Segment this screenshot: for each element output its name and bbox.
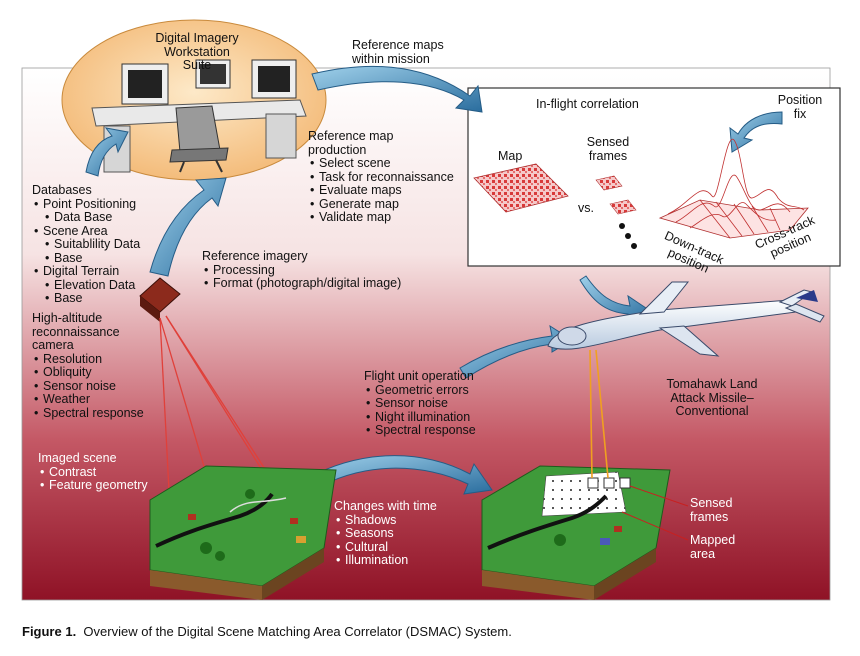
ref-map-production-item: Generate map	[308, 197, 454, 212]
reference-maps-line1: Reference maps	[352, 38, 444, 52]
workstation-title-line1: Digital Imagery	[155, 31, 239, 45]
changes-item: Seasons	[334, 526, 437, 541]
changes-title: Changes with time	[334, 499, 437, 513]
flight-unit-item: Spectral response	[364, 423, 476, 438]
position-fix-label: Position fix	[772, 93, 828, 121]
camera-title-line2: reconnaissance	[32, 324, 120, 339]
databases-item-continued: Elevation Data	[32, 278, 140, 293]
changes-item: Cultural	[334, 540, 437, 555]
ref-map-production-item: Validate map	[308, 210, 454, 225]
camera-item: Spectral response	[32, 406, 144, 421]
caption-label: Figure 1.	[22, 624, 77, 639]
imaged-scene-terrain	[149, 465, 337, 600]
flight-unit-list: Geometric errors Sensor noise Night illu…	[364, 383, 476, 438]
databases-item: Point Positioning	[32, 197, 140, 212]
missile-line3: Conventional	[675, 404, 749, 418]
databases-item-continued: Suitablility Data	[32, 237, 140, 252]
imaged-scene-list: Contrast Feature geometry	[38, 465, 148, 493]
figure-caption: Figure 1. Overview of the Digital Scene …	[22, 624, 512, 639]
inflight-map-label: Map	[498, 149, 523, 163]
mapped-scene-terrain	[481, 465, 671, 600]
flight-unit-item: Sensor noise	[364, 396, 476, 411]
missile-line2: Attack Missile–	[670, 390, 754, 405]
reference-imagery: Reference imagery Processing Format (pho…	[202, 249, 401, 291]
databases-item-continued: Base	[32, 291, 140, 306]
reference-imagery-list: Processing Format (photograph/digital im…	[202, 263, 401, 291]
flight-unit-title: Flight unit operation	[364, 369, 474, 383]
caption-text: Overview of the Digital Scene Matching A…	[83, 624, 512, 639]
arrow-position-fix	[729, 111, 783, 153]
ref-map-production-list: Select scene Task for reconnaissance Eva…	[308, 156, 454, 225]
sensed-frame-tiles	[595, 175, 637, 249]
imaged-scene-item: Feature geometry	[38, 478, 148, 493]
missile-label: Tomahawk Land Attack Missile– Convention…	[660, 377, 764, 419]
inflight-sensed-line1: Sensed	[586, 135, 630, 149]
inflight-sensed-frames-label: Sensed frames	[578, 135, 638, 163]
reference-maps-line2: within mission	[352, 51, 430, 66]
callout-lines	[621, 485, 689, 541]
missile-sensor-beams	[589, 349, 609, 479]
workstation-title-line2: Workstation Suite	[164, 44, 230, 72]
reference-map-grid	[473, 163, 569, 213]
reference-imagery-item: Processing	[202, 263, 401, 278]
databases-label: Databases Point Positioning Data Base Sc…	[32, 183, 140, 306]
databases-item: Scene Area	[32, 224, 140, 239]
camera-item: Weather	[32, 392, 144, 407]
reconnaissance-camera	[139, 277, 181, 322]
camera-title-line1: High-altitude	[32, 311, 103, 325]
databases-item-continued: Data Base	[32, 210, 140, 225]
mapped-area-line2: area	[690, 546, 716, 561]
ref-map-production-item: Select scene	[308, 156, 454, 171]
ref-map-production-title-line2: production	[308, 142, 367, 157]
sensed-frames-line1: Sensed	[690, 496, 733, 510]
databases-item: Digital Terrain	[32, 264, 140, 279]
mapped-area-label: Mapped area	[690, 533, 736, 561]
camera-label: High-altitude reconnaissance camera Reso…	[32, 311, 144, 421]
changes-item: Shadows	[334, 513, 437, 528]
changes-with-time: Changes with time Shadows Seasons Cultur…	[334, 499, 437, 568]
reference-maps-label: Reference maps within mission	[352, 38, 444, 66]
ref-map-production-item: Task for reconnaissance	[308, 170, 454, 185]
reference-imagery-title: Reference imagery	[202, 249, 308, 263]
camera-item: Obliquity	[32, 365, 144, 380]
changes-list: Shadows Seasons Cultural Illumination	[334, 513, 437, 568]
arrow-imagery-to-workstation	[149, 177, 227, 277]
inflight-vs-label: vs.	[578, 201, 594, 215]
camera-item: Sensor noise	[32, 379, 144, 394]
position-fix-line2: fix	[793, 106, 807, 121]
reference-map-production: Reference map production Select scene Ta…	[308, 129, 454, 225]
workstation-illustration	[91, 59, 307, 173]
mapped-area-line1: Mapped	[690, 533, 736, 547]
camera-title-line3: camera	[32, 338, 74, 352]
sensed-frames-line2: frames	[690, 509, 729, 524]
imaged-scene-item: Contrast	[38, 465, 148, 480]
imaged-scene-title: Imaged scene	[38, 451, 117, 465]
databases-list: Point Positioning Data Base Scene Area S…	[32, 197, 140, 306]
position-fix-line1: Position	[777, 93, 823, 107]
ref-map-production-title-line1: Reference map	[308, 129, 394, 143]
inflight-sensed-line2: frames	[588, 148, 628, 163]
camera-list: Resolution Obliquity Sensor noise Weathe…	[32, 352, 144, 421]
reference-imagery-item: Format (photograph/digital image)	[202, 276, 401, 291]
tomahawk-missile	[547, 281, 825, 357]
correlation-surface	[658, 138, 809, 239]
inflight-title: In-flight correlation	[536, 97, 639, 111]
arrow-scene-to-scene	[307, 455, 493, 495]
missile-line1: Tomahawk Land	[666, 377, 758, 391]
flight-unit-item: Night illumination	[364, 410, 476, 425]
flight-unit-item: Geometric errors	[364, 383, 476, 398]
ref-map-production-item: Evaluate maps	[308, 183, 454, 198]
arrow-databases-to-workstation	[85, 127, 129, 177]
databases-item-continued: Base	[32, 251, 140, 266]
imaged-scene-label: Imaged scene Contrast Feature geometry	[38, 451, 148, 493]
arrow-to-inflight	[311, 65, 483, 113]
databases-title: Databases	[32, 183, 92, 197]
changes-item: Illumination	[334, 553, 437, 568]
flight-unit-operation: Flight unit operation Geometric errors S…	[364, 369, 476, 438]
camera-item: Resolution	[32, 352, 144, 367]
sensed-frames-label: Sensed frames	[690, 496, 733, 524]
workstation-title: Digital Imagery Workstation Suite	[152, 31, 242, 73]
